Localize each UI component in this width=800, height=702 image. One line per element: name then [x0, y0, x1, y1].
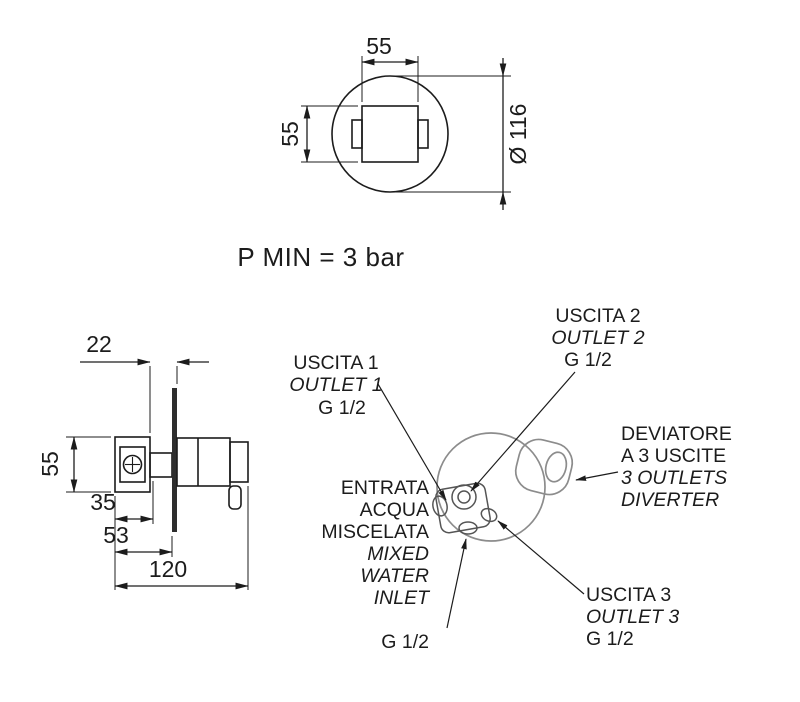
callout-inlet: ENTRATA ACQUA MISCELATA MIXED WATER INLE… [321, 477, 431, 653]
outlet1-it-label: USCITA 1 [293, 352, 378, 374]
side-dim-height-label: 55 [37, 451, 63, 477]
leader-outlet1 [377, 383, 447, 501]
lever [228, 485, 242, 510]
side-dim-mid-label: 35 [90, 489, 116, 515]
valve-body-3d [432, 482, 498, 535]
outlet2-en-label: OUTLET 2 [551, 327, 644, 349]
leader-outlet2 [470, 371, 576, 492]
escutcheon-3d [436, 432, 546, 542]
inlet-en1-label: MIXED [367, 543, 429, 565]
side-dim-total-label: 120 [149, 556, 187, 582]
front-dim-diameter-label: Ø 116 [505, 104, 531, 165]
outlet3-it-label: USCITA 3 [586, 584, 671, 606]
pressure-note: P MIN = 3 bar [237, 242, 404, 272]
diverter-en1-label: 3 OUTLETS [621, 467, 727, 489]
leader-diverter [575, 471, 619, 481]
callout-diverter: DEVIATORE A 3 USCITE 3 OUTLETS DIVERTER [621, 423, 732, 511]
side-view-dimensions [66, 358, 249, 590]
outlet3-thread-label: G 1/2 [586, 628, 634, 650]
diverter-it2-label: A 3 USCITE [621, 445, 726, 467]
inlet-it1-label: ENTRATA [341, 477, 429, 499]
outlet2-it-label: USCITA 2 [555, 305, 640, 327]
leader-outlet3 [497, 520, 585, 595]
outlet3-en-label: OUTLET 3 [586, 606, 679, 628]
leader-lines [377, 371, 619, 629]
front-view-dimensions [301, 56, 511, 210]
diverter-knob [514, 438, 574, 496]
valve-body-side [176, 437, 231, 487]
inlet-it2-label: ACQUA [360, 499, 429, 521]
outlet2-thread-label: G 1/2 [564, 349, 612, 371]
outlet1-en-label: OUTLET 1 [289, 374, 382, 396]
callout-outlet2: USCITA 2 OUTLET 2 G 1/2 [551, 305, 644, 371]
inlet-it3-label: MISCELATA [321, 521, 429, 543]
escutcheon-outline [331, 75, 449, 193]
callout-outlet1: USCITA 1 OUTLET 1 G 1/2 [289, 352, 382, 419]
side-dim-plate-label: 53 [103, 522, 129, 548]
outlet1-thread-label: G 1/2 [318, 397, 366, 419]
front-view [331, 75, 449, 193]
valve-square [361, 105, 419, 163]
inlet-thread-label: G 1/2 [381, 631, 429, 653]
neck [149, 452, 173, 478]
inlet-en2-label: WATER [360, 565, 429, 587]
front-dim-width-label: 55 [366, 33, 392, 59]
port-front [451, 484, 477, 510]
perspective-view [377, 371, 619, 629]
side-view [114, 388, 249, 532]
diverter-it1-label: DEVIATORE [621, 423, 732, 445]
inlet-en3-label: INLET [374, 587, 431, 609]
port-bottom [458, 521, 478, 535]
side-dim-setback-label: 22 [86, 331, 112, 357]
leader-inlet [446, 538, 467, 629]
callout-outlet3: USCITA 3 OUTLET 3 G 1/2 [586, 584, 679, 650]
screw-icon [122, 454, 143, 475]
port-right [480, 507, 498, 523]
diverter-en2-label: DIVERTER [621, 489, 719, 511]
port-left [432, 495, 448, 517]
front-dim-height-label: 55 [277, 121, 303, 147]
valve-square-left-tab [351, 119, 363, 149]
wall-plate-edge [172, 388, 177, 532]
valve-square-right-tab [417, 119, 429, 149]
